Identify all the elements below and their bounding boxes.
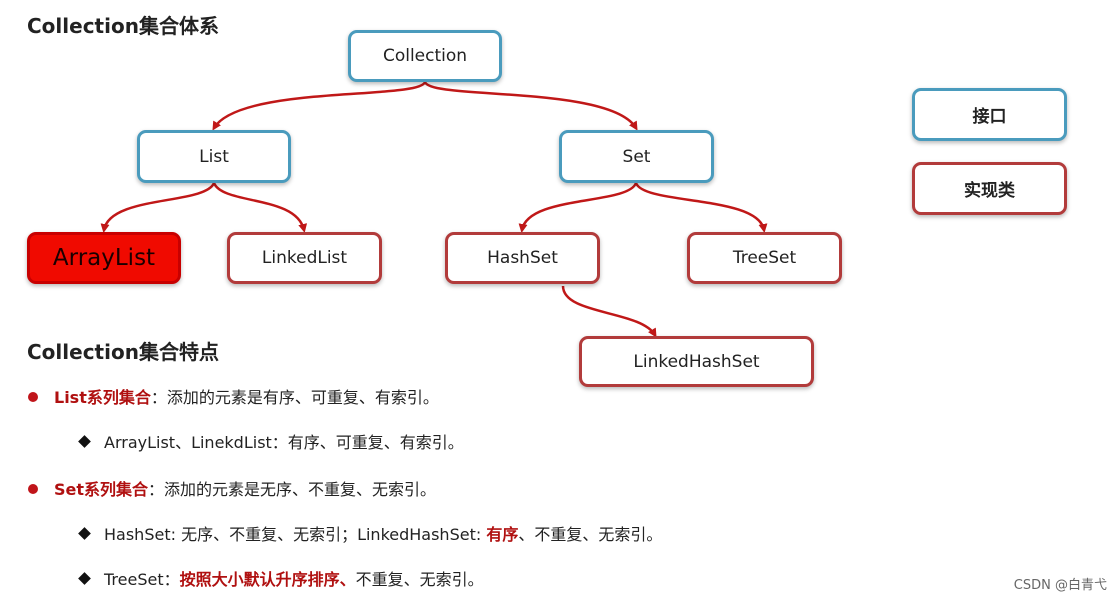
feature-list-sub: ArrayList、LinekdList：有序、可重复、有索引。 bbox=[78, 429, 464, 453]
bullet-diamond bbox=[78, 527, 91, 540]
list-sub-text: ArrayList、LinekdList：有序、可重复、有索引。 bbox=[104, 433, 464, 452]
arrow-hashset-linkedhashset bbox=[561, 285, 657, 338]
arrow-list-linkedlist bbox=[212, 182, 308, 233]
bullet-dot bbox=[28, 483, 38, 494]
node-set: Set bbox=[559, 130, 714, 183]
feature-list: List系列集合：添加的元素是有序、可重复、有索引。 bbox=[28, 384, 439, 408]
feature-set: Set系列集合：添加的元素是无序、不重复、无索引。 bbox=[28, 476, 436, 500]
arrow-list-arraylist bbox=[100, 182, 216, 233]
node-collection: Collection bbox=[348, 30, 502, 82]
hashset-pre: HashSet: 无序、不重复、无索引；LinkedHashSet: bbox=[104, 525, 487, 544]
node-arraylist: ArrayList bbox=[27, 232, 181, 284]
diagram-title: Collection集合体系 bbox=[27, 14, 219, 38]
list-desc: ：添加的元素是有序、可重复、有索引。 bbox=[150, 388, 439, 407]
legend-implementation: 实现类 bbox=[912, 162, 1067, 215]
treeset-pre: TreeSet： bbox=[104, 570, 180, 589]
set-desc: ：添加的元素是无序、不重复、无索引。 bbox=[148, 480, 437, 499]
arrow-collection-set bbox=[423, 81, 638, 131]
hashset-highlight: 有序 bbox=[486, 525, 519, 544]
treeset-post: 不重复、无索引。 bbox=[355, 570, 484, 589]
set-head: Set系列集合 bbox=[54, 480, 149, 499]
bullet-diamond bbox=[78, 435, 91, 448]
bullet-diamond bbox=[78, 572, 91, 585]
node-hashset: HashSet bbox=[445, 232, 600, 284]
arrow-set-hashset bbox=[518, 182, 638, 233]
treeset-highlight: 按照大小默认升序排序、 bbox=[179, 570, 356, 589]
arrow-collection-list bbox=[212, 81, 427, 131]
node-list: List bbox=[137, 130, 291, 183]
feature-hashset: HashSet: 无序、不重复、无索引；LinkedHashSet: 有序、不重… bbox=[78, 521, 663, 545]
node-linkedhashset: LinkedHashSet bbox=[579, 336, 814, 387]
features-title: Collection集合特点 bbox=[27, 340, 219, 364]
hashset-post: 、不重复、无索引。 bbox=[518, 525, 663, 544]
node-linkedlist: LinkedList bbox=[227, 232, 382, 284]
watermark: CSDN @白青弋 bbox=[1013, 578, 1107, 593]
list-head: List系列集合 bbox=[54, 388, 151, 407]
bullet-dot bbox=[28, 391, 38, 402]
node-treeset: TreeSet bbox=[687, 232, 842, 284]
legend-interface: 接口 bbox=[912, 88, 1067, 141]
feature-treeset: TreeSet：按照大小默认升序排序、不重复、无索引。 bbox=[78, 566, 484, 590]
arrow-set-treeset bbox=[634, 182, 768, 233]
